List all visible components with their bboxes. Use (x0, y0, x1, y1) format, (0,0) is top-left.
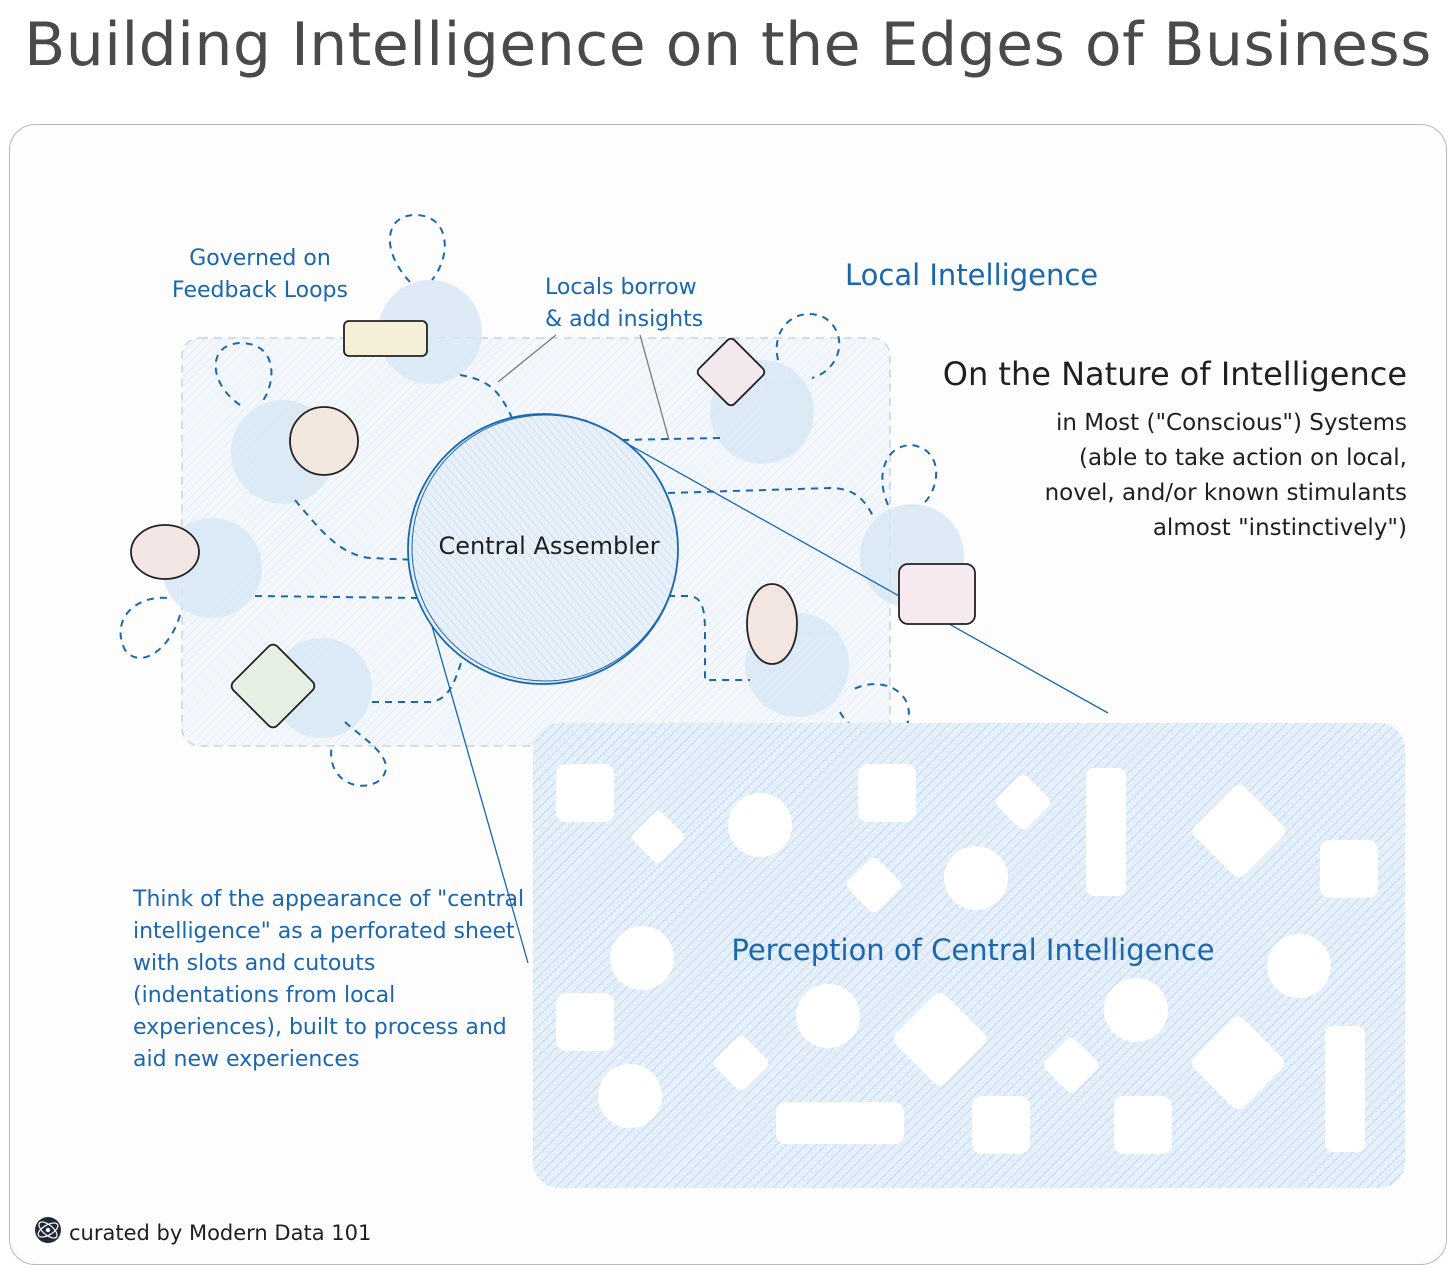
perforated-sheet (533, 723, 1405, 1188)
pointer-lines (423, 334, 1109, 964)
footer: curated by Modern Data 101 (34, 1216, 371, 1249)
local-intelligence-label: Local Intelligence (845, 258, 1098, 292)
node-rect-top (343, 320, 428, 357)
nature-line-1: in Most ("Conscious") Systems (1055, 410, 1407, 436)
governed-label-line1: Governed on (189, 246, 331, 271)
perception-label: Perception of Central Intelligence (731, 933, 1214, 967)
node-oval-left (130, 524, 200, 580)
node-diamond-bottom-left (230, 643, 316, 729)
sheet-cutouts (556, 764, 1378, 1154)
think-note: Think of the appearance of "central inte… (133, 887, 525, 1072)
nature-block: On the Nature of Intelligence in Most ("… (847, 352, 1407, 546)
footer-text: curated by Modern Data 101 (69, 1220, 372, 1245)
central-assembler-label: Central Assembler (438, 532, 659, 560)
locals-label-line2: & add insights (545, 307, 703, 332)
central-assembler (407, 413, 679, 685)
node-oval-bottom-right (746, 583, 798, 665)
node-diamond-top-right (696, 337, 766, 407)
nature-line-2: (able to take action on local, (1079, 445, 1407, 471)
connector-lines (254, 374, 875, 703)
nature-line-3: novel, and/or known stimulants (1044, 480, 1407, 506)
nature-heading: On the Nature of Intelligence (942, 355, 1407, 393)
page-title: Building Intelligence on the Edges of Bu… (24, 10, 1432, 80)
local-node-shapes (130, 320, 976, 729)
governed-label-line2: Feedback Loops (172, 278, 348, 303)
locals-label-line1: Locals borrow (545, 275, 697, 300)
node-circle-top-left (289, 406, 359, 476)
node-square-right (898, 563, 976, 625)
globe-logo-icon (34, 1216, 62, 1249)
nature-line-4: almost "instinctively") (1152, 515, 1407, 541)
